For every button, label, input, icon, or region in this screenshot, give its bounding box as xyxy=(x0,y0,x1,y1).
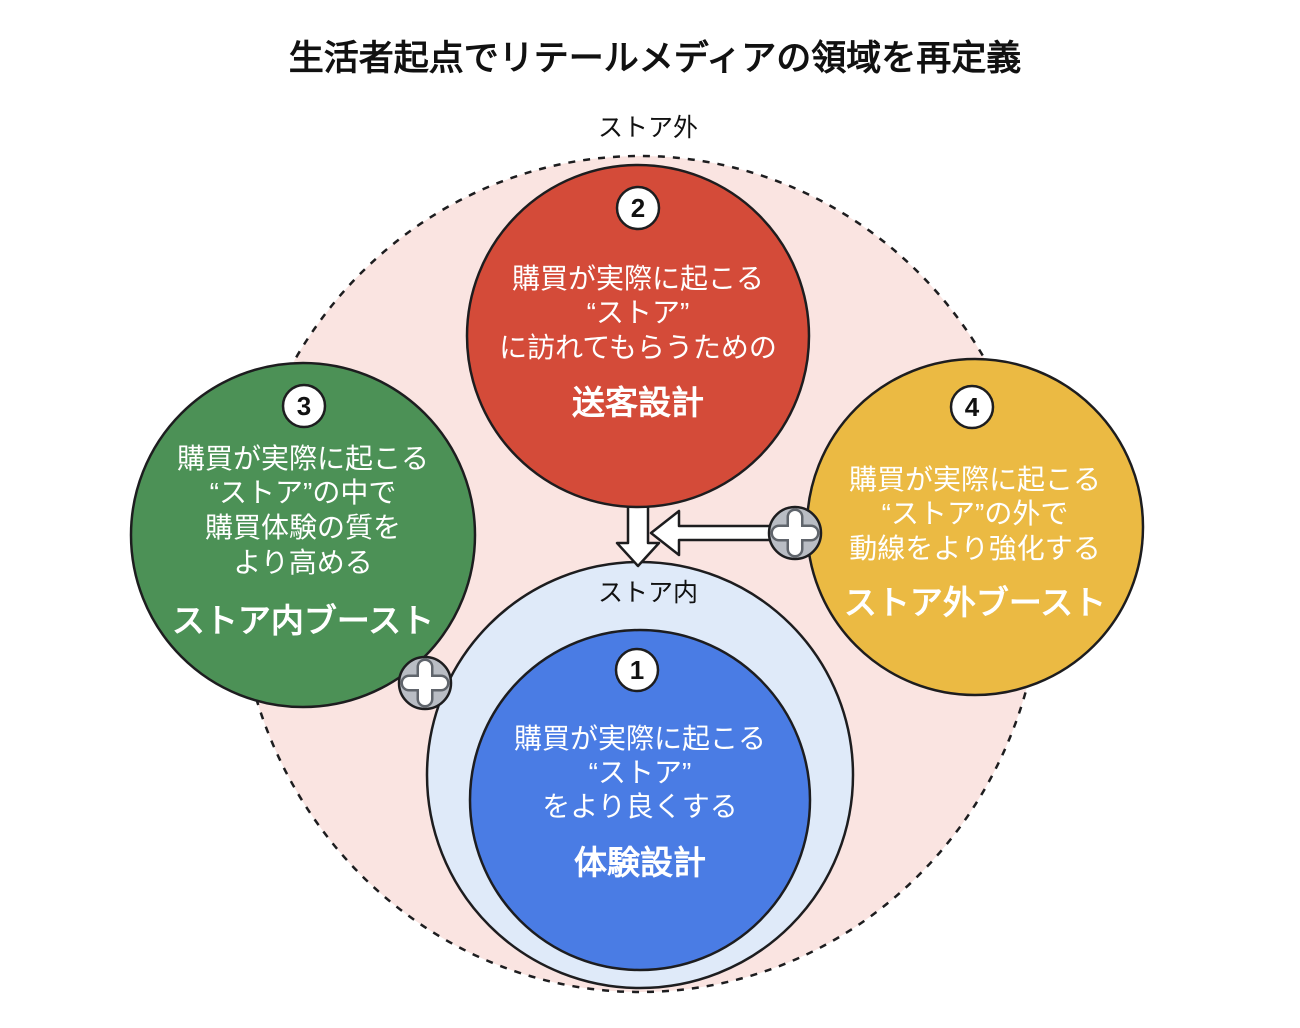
dispatch-circle xyxy=(465,163,811,509)
bubble-dispatch: 2 購買が実際に起こる “ストア” に訪れてもらうための 送客設計 xyxy=(465,163,811,509)
bubble-text-line: 購買が実際に起こる xyxy=(514,723,766,754)
plus-icon xyxy=(397,655,453,711)
outside-store-label: ストア外 xyxy=(598,114,698,142)
bubble-instore-boost: 3 購買が実際に起こる “ストア”の中で 購買体験の質を より高める ストア内ブ… xyxy=(129,361,477,709)
bubble-text-line: 購買が実際に起こる xyxy=(177,443,429,474)
bubble-text-line: “ストア”の中で xyxy=(210,477,397,508)
bubble-text-line: “ストア”の外で xyxy=(882,498,1069,529)
bubble-title: 体験設計 xyxy=(574,844,706,881)
number-badge xyxy=(281,383,327,429)
instore-boost-circle xyxy=(129,361,477,709)
bubble-text-line: に訪れてもらうための xyxy=(499,332,777,363)
plus-glyph xyxy=(773,511,817,555)
bubble-title: 送客設計 xyxy=(572,384,704,421)
experience-circle xyxy=(468,628,812,972)
inside-store-label: ストア内 xyxy=(598,579,698,607)
number-badge xyxy=(949,384,995,430)
number-badge-label: 2 xyxy=(631,193,645,223)
number-badge-label: 4 xyxy=(965,392,980,422)
bubble-text-line: “ストア” xyxy=(587,297,690,328)
bubble-title: ストア外ブースト xyxy=(844,584,1106,621)
bubble-text-line: “ストア” xyxy=(589,757,692,788)
number-badge xyxy=(615,185,661,231)
bubble-text-line: をより良くする xyxy=(542,791,737,822)
number-badge-label: 1 xyxy=(630,655,644,685)
page-title: 生活者起点でリテールメディアの領域を再定義 xyxy=(289,38,1022,78)
bubble-experience: 1 購買が実際に起こる “ストア” をより良くする 体験設計 xyxy=(468,628,812,972)
bubble-text-line: より高める xyxy=(233,547,372,578)
number-badge-label: 3 xyxy=(297,391,311,421)
plus-glyph xyxy=(403,661,447,705)
bubble-outstore-boost: 4 購買が実際に起こる “ストア”の外で 動線をより強化する ストア外ブースト xyxy=(805,357,1145,697)
number-badge xyxy=(614,647,660,693)
plus-icon xyxy=(767,505,823,561)
bubble-text-line: 購買体験の質を xyxy=(205,512,401,543)
bubble-text-line: 購買が実際に起こる xyxy=(512,263,764,294)
bubble-text-line: 動線をより強化する xyxy=(849,533,1100,564)
bubble-text-line: 購買が実際に起こる xyxy=(849,464,1101,495)
bubble-title: ストア内ブースト xyxy=(172,602,434,639)
